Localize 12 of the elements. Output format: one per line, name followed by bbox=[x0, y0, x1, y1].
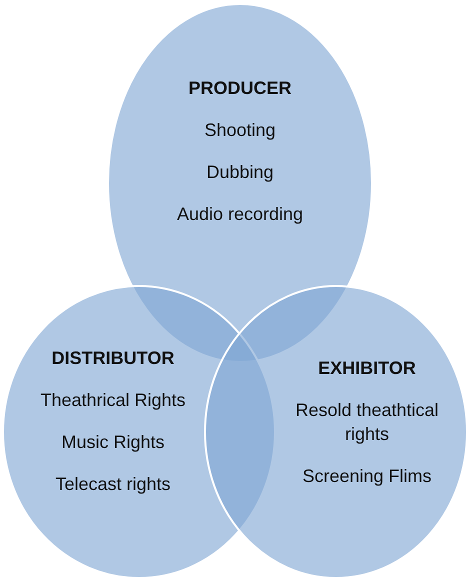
list-item: Screening Flims bbox=[302, 465, 432, 488]
list-item: Music Rights bbox=[61, 431, 165, 454]
circle-heading: PRODUCER bbox=[188, 77, 292, 100]
list-item: Dubbing bbox=[206, 161, 274, 184]
list-item: Audio recording bbox=[176, 203, 304, 226]
list-item: Resold theathtical rights bbox=[294, 399, 440, 446]
circle-heading: DISTRIBUTOR bbox=[52, 347, 174, 370]
circle-heading: EXHIBITOR bbox=[318, 357, 416, 380]
list-item: Shooting bbox=[204, 119, 276, 142]
list-item: Theathrical Rights bbox=[40, 389, 186, 412]
venn-circle bbox=[204, 285, 468, 579]
list-item: Telecast rights bbox=[55, 473, 171, 496]
